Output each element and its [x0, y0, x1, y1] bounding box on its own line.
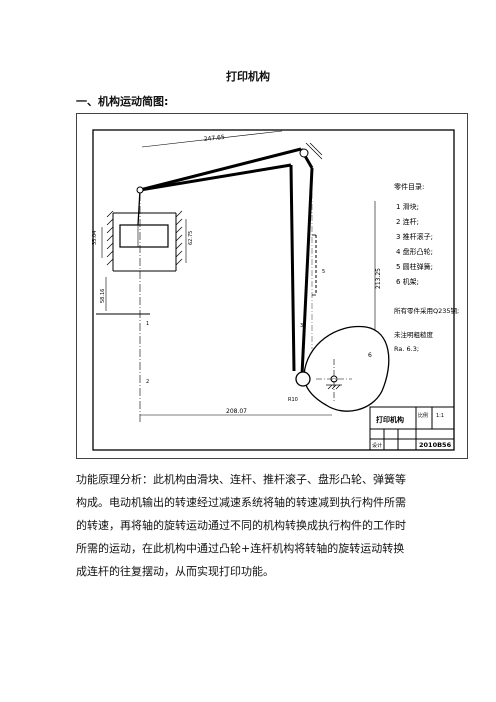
material-note: 所有零件采用Q235钢; [394, 306, 459, 315]
paragraph-line: 功能原理分析：此机构由滑块、连杆、推杆滚子、盘形凸轮、弹簧等 [76, 473, 406, 486]
section-heading: 一、机构运动简图: [76, 95, 169, 108]
legend-item: 6 机架; [396, 277, 419, 286]
legend-item: 2 连杆; [396, 217, 419, 226]
paragraph-line: 构成。电动机输出的转速经过减速系统将轴的转速减到执行构件所需 [76, 496, 406, 509]
parts-legend: 零件目录: 1 滑块; 2 连杆; 3 推杆滚子; 4 盘形凸轮; 5 圆柱弹簧… [394, 182, 459, 353]
svg-text:213.25: 213.25 [375, 268, 382, 289]
paragraph-line: 的转速，再将轴的旋转运动通过不同的机构转换成执行构件的工作时 [76, 519, 406, 532]
paragraph-line: 所需的运动，在此机构中通过凸轮+连杆机构将转轴的旋转运动转换 [76, 542, 405, 555]
paragraph-line: 成连杆的往复摆动，从而实现打印功能。 [76, 565, 274, 578]
roughness-value: Ra. 6.3; [394, 345, 419, 353]
follower-roller [295, 371, 311, 387]
legend-item: 1 滑块; [396, 202, 419, 211]
roughness-note: 未注明粗糙度 [394, 330, 434, 339]
slider-block [119, 224, 169, 248]
svg-text:247.65: 247.65 [203, 134, 225, 143]
title-block-scale-label: 比例 [418, 412, 428, 419]
title-block [369, 406, 455, 451]
svg-text:R10: R10 [288, 397, 298, 403]
svg-text:58.16: 58.16 [100, 289, 106, 303]
legend-title: 零件目录: [394, 182, 424, 191]
svg-text:1: 1 [146, 321, 149, 327]
svg-text:62.75: 62.75 [188, 231, 194, 245]
svg-text:35.04: 35.04 [92, 231, 98, 245]
title-block-drawing-no: 2010B56 [419, 441, 452, 449]
svg-text:2: 2 [146, 379, 149, 385]
svg-text:208.07: 208.07 [226, 408, 247, 415]
legend-item: 3 推杆滚子; [396, 232, 433, 241]
legend-item: 5 圆柱弹簧; [396, 262, 433, 271]
function-analysis-paragraph: 功能原理分析：此机构由滑块、连杆、推杆滚子、盘形凸轮、弹簧等 构成。电动机输出的… [76, 468, 428, 583]
cam [303, 325, 390, 412]
svg-text:3: 3 [300, 323, 303, 329]
title-block-name: 打印机构 [376, 415, 404, 424]
drawing-frame [92, 129, 455, 451]
title-block-designer: 设计 [372, 442, 382, 449]
mechanism-diagram: 35.04 62.75 58.16 247.65 [76, 113, 468, 459]
svg-text:6: 6 [368, 352, 372, 359]
slider-guide [106, 210, 183, 272]
svg-text:5: 5 [322, 269, 325, 275]
title-block-scale-value: 1:1 [436, 413, 444, 419]
document-title: 打印机构 [226, 70, 270, 83]
legend-item: 4 盘形凸轮; [396, 247, 433, 256]
linkage [139, 147, 314, 376]
